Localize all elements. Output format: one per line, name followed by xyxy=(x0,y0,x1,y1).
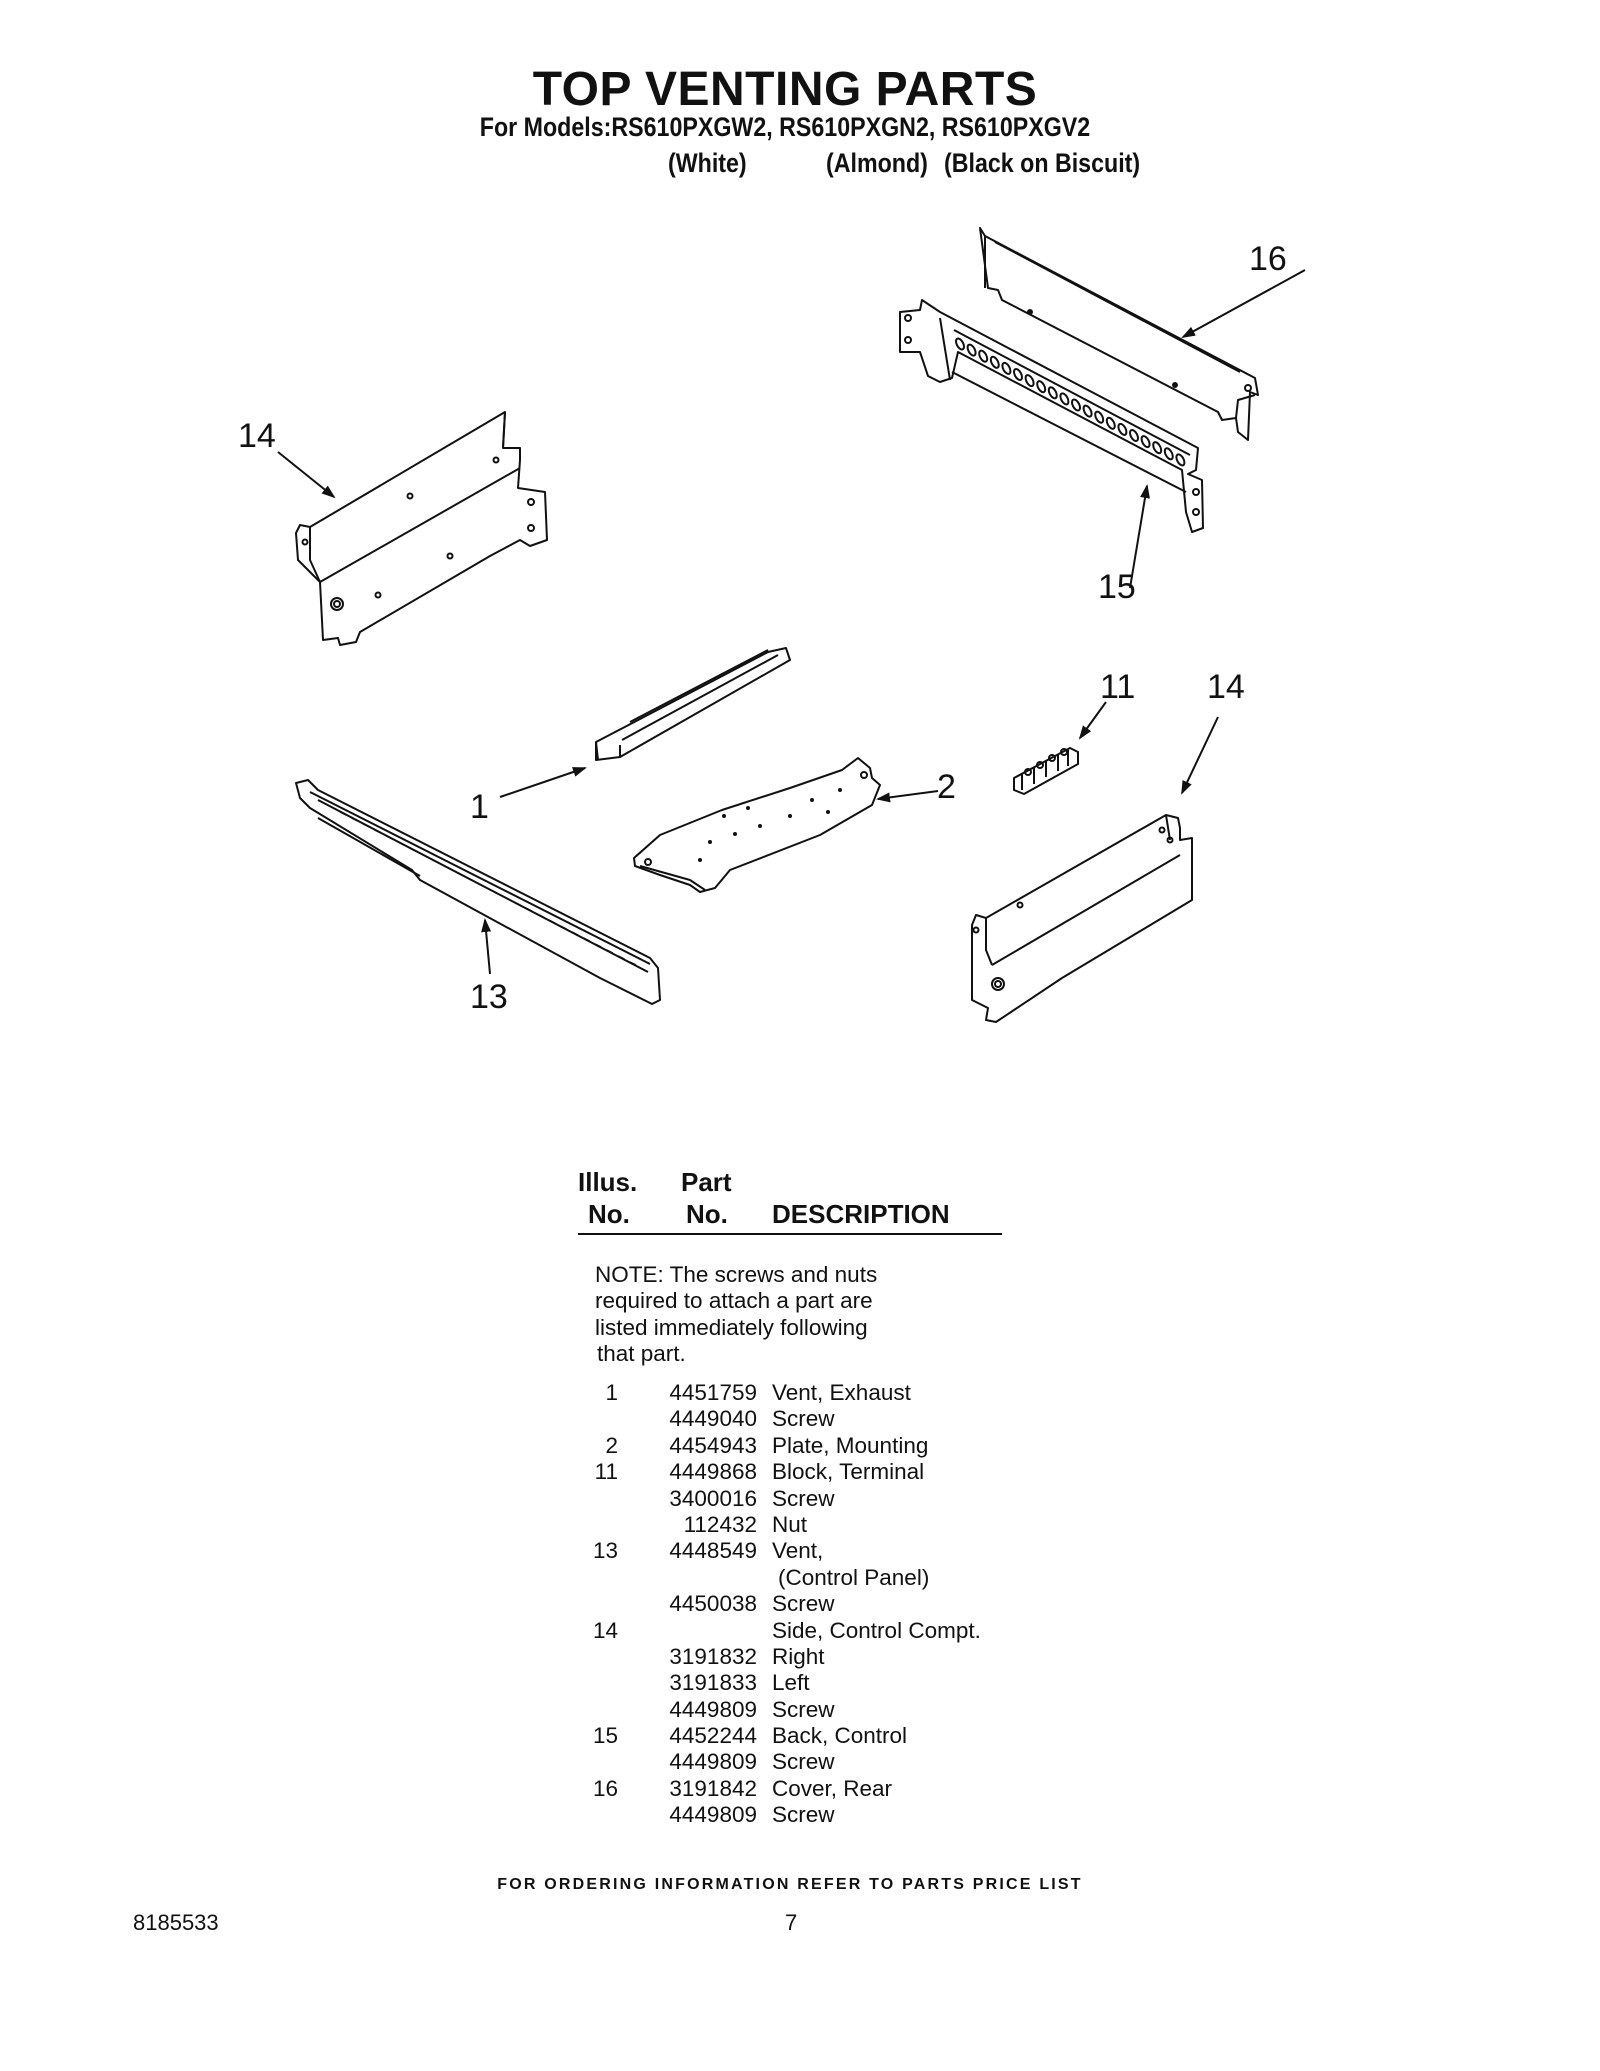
parts-row: 4449809 Screw xyxy=(0,1697,1600,1723)
callout-15: 15 xyxy=(1098,568,1136,606)
row-part-no: 4450038 xyxy=(669,1591,757,1617)
variant-black-on-biscuit: (Black on Biscuit) xyxy=(944,148,1141,178)
row-description: Vent, xyxy=(772,1538,824,1564)
part-14-right-side xyxy=(971,814,1193,1023)
part-11-terminal-block xyxy=(1013,747,1079,795)
row-part-no: 4449809 xyxy=(669,1749,757,1775)
header-part-1: Part xyxy=(681,1167,732,1197)
row-illus-no: 2 xyxy=(605,1432,618,1458)
row-description: Left xyxy=(772,1670,810,1696)
parts-row: 11 4449868 Block, Terminal xyxy=(0,1459,1600,1485)
header-part-2: No. xyxy=(686,1199,728,1229)
part-15-control-back xyxy=(899,299,1204,533)
header-rule xyxy=(578,1233,1002,1235)
row-description: Screw xyxy=(772,1802,835,1828)
parts-row: 4450038 Screw xyxy=(0,1591,1600,1617)
parts-row: 3400016 Screw xyxy=(0,1486,1600,1512)
row-illus-no: 11 xyxy=(594,1459,618,1485)
row-description: Cover, Rear xyxy=(772,1775,893,1801)
document-number: 8185533 xyxy=(133,1910,219,1935)
note-line: that part. xyxy=(597,1341,686,1367)
row-description: Plate, Mounting xyxy=(772,1432,929,1458)
row-part-no: 3191842 xyxy=(669,1775,757,1801)
parts-row: 1 4451759 Vent, Exhaust xyxy=(0,1380,1600,1406)
row-part-no: 3400016 xyxy=(669,1485,757,1511)
callout-11: 11 xyxy=(1100,668,1135,706)
page-number: 7 xyxy=(785,1910,798,1935)
parts-row: 15 4452244 Back, Control xyxy=(0,1723,1600,1749)
row-illus-no: 14 xyxy=(592,1617,618,1643)
row-illus-no: 15 xyxy=(592,1723,618,1749)
parts-row: 3191833 Left xyxy=(0,1670,1600,1696)
note-line: NOTE: The screws and nuts xyxy=(595,1262,878,1287)
parts-row: 13 4448549 Vent, xyxy=(0,1538,1600,1564)
row-part-no: 112432 xyxy=(683,1511,757,1537)
parts-row: 2 4454943 Plate, Mounting xyxy=(0,1433,1600,1459)
callout-2: 2 xyxy=(937,768,956,806)
row-part-no: 4452244 xyxy=(669,1723,757,1749)
parts-row: 14 Side, Control Compt. xyxy=(0,1618,1600,1644)
parts-row: 16 3191842 Cover, Rear xyxy=(0,1776,1600,1802)
row-part-no: 4449868 xyxy=(669,1459,757,1485)
row-description: Screw xyxy=(772,1485,835,1511)
row-description: Vent, Exhaust xyxy=(772,1380,911,1405)
part-13-control-panel-vent xyxy=(295,779,661,1005)
part-1-exhaust-vent xyxy=(595,647,791,761)
header-illus-1: Illus. xyxy=(578,1167,638,1197)
row-illus-no: 13 xyxy=(592,1538,618,1564)
row-description: Right xyxy=(772,1643,825,1669)
parts-row: 4449809 Screw xyxy=(0,1749,1600,1775)
models-line: For Models:RS610PXGW2, RS610PXGN2, RS610… xyxy=(479,112,1091,142)
callout-14-right: 14 xyxy=(1207,668,1245,706)
row-part-no: 3191833 xyxy=(669,1670,757,1696)
note-line: required to attach a part are xyxy=(595,1288,873,1314)
page-title: TOP VENTING PARTS xyxy=(532,63,1038,116)
row-part-no: 4448549 xyxy=(669,1538,757,1564)
callout-13: 13 xyxy=(470,978,508,1016)
variant-almond: (Almond) xyxy=(826,148,928,178)
part-2-mounting-plate xyxy=(633,757,881,893)
ordering-info-note: FOR ORDERING INFORMATION REFER TO PARTS … xyxy=(497,1876,1083,1893)
row-illus-no: 16 xyxy=(592,1775,618,1801)
callout-16: 16 xyxy=(1249,240,1287,278)
note-line: listed immediately following xyxy=(595,1314,868,1340)
callout-1: 1 xyxy=(470,788,489,826)
header-illus-2: No. xyxy=(588,1199,630,1229)
row-part-no: 4449040 xyxy=(669,1406,757,1432)
variant-white: (White) xyxy=(668,148,747,178)
row-description: (Control Panel) xyxy=(778,1564,930,1590)
row-description: Screw xyxy=(772,1591,835,1617)
parts-row: 4449040 Screw xyxy=(0,1406,1600,1432)
exploded-parts-diagram: 16 14 15 11 14 1 2 13 xyxy=(238,227,1306,1023)
parts-row: 112432 Nut xyxy=(0,1512,1600,1538)
row-part-no: 4449809 xyxy=(669,1802,757,1828)
row-description: Screw xyxy=(772,1749,835,1775)
row-description: Screw xyxy=(772,1406,835,1432)
row-description: Block, Terminal xyxy=(772,1459,925,1485)
header-description: DESCRIPTION xyxy=(772,1199,950,1229)
parts-row: (Control Panel) xyxy=(0,1565,1600,1591)
part-14-left-side xyxy=(295,411,548,646)
row-part-no: 4454943 xyxy=(669,1432,757,1458)
row-description: Screw xyxy=(772,1696,835,1722)
row-part-no: 4451759 xyxy=(669,1380,757,1405)
row-illus-no: 1 xyxy=(605,1380,618,1405)
row-part-no: 3191832 xyxy=(669,1643,757,1669)
row-part-no: 4449809 xyxy=(669,1696,757,1722)
row-description: Side, Control Compt. xyxy=(772,1617,981,1643)
parts-row: 4449809 Screw xyxy=(0,1802,1600,1828)
parts-row: 3191832 Right xyxy=(0,1644,1600,1670)
callout-14-left: 14 xyxy=(238,417,276,455)
row-description: Back, Control xyxy=(772,1723,908,1749)
part-16-rear-cover xyxy=(979,227,1259,441)
parts-note: NOTE: The screws and nuts required to at… xyxy=(595,1262,935,1368)
row-description: Nut xyxy=(772,1511,808,1537)
